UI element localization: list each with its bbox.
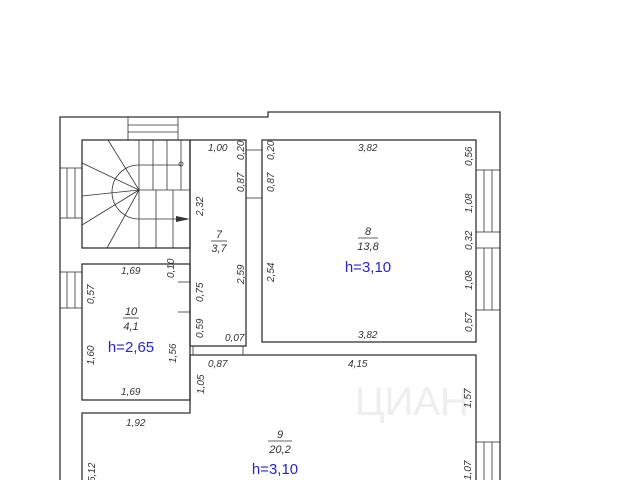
room-number: 7 <box>216 229 223 241</box>
dim-label: 0,32 <box>464 230 475 250</box>
room-area: 3,7 <box>211 243 227 255</box>
dim-label: 1,69 <box>121 387 141 398</box>
room-height: h=2,65 <box>108 339 154 356</box>
dimension-labels: 1,00 0,20 0,87 2,32 2,59 0,07 3,82 3,82 … <box>86 140 475 480</box>
dim-label: 2,32 <box>195 196 206 217</box>
dim-label: 0,20 <box>236 140 247 160</box>
dim-label: 3,82 <box>358 143 378 154</box>
dim-label: 0,07 <box>225 333 245 344</box>
room-number: 10 <box>125 306 138 318</box>
dim-label: 1,05 <box>196 374 207 394</box>
room-7-label: 7 3,7 <box>211 229 228 255</box>
dim-label: 2,54 <box>266 262 277 283</box>
dim-label: 0,87 <box>266 172 277 192</box>
room-area: 13,8 <box>357 241 379 253</box>
dim-label: 0,56 <box>464 146 475 166</box>
dim-label: 0,20 <box>266 140 277 160</box>
room-10-label: 10 4,1 h=2,65 <box>108 306 154 356</box>
watermark: ЦИАН <box>355 380 469 424</box>
dim-label: 1,56 <box>168 343 179 363</box>
dim-label: 1,92 <box>126 418 146 429</box>
room-number: 9 <box>277 429 283 441</box>
room-number: 8 <box>365 226 372 238</box>
dim-label: 0,75 <box>195 282 206 302</box>
inner-walls <box>81 139 477 480</box>
dim-label: 0,87 <box>236 172 247 192</box>
dim-label: 1,08 <box>464 193 475 213</box>
dim-label: 3,82 <box>358 330 378 341</box>
dim-label: 0,10 <box>166 258 177 278</box>
dim-label: 4,15 <box>348 359 368 370</box>
dim-label: 1,57 <box>463 388 474 408</box>
dim-label: 1,07 <box>463 460 474 480</box>
dim-label: 1,60 <box>86 345 97 365</box>
dim-label: 0,57 <box>464 312 475 332</box>
dim-label: 1,08 <box>464 270 475 290</box>
dim-label: 0,57 <box>86 284 97 304</box>
stairs <box>81 139 191 249</box>
dim-label: 2,59 <box>236 264 247 285</box>
room-height: h=3,10 <box>252 461 298 478</box>
dim-label: 0,59 <box>195 318 206 338</box>
dim-label: 1,69 <box>121 266 141 277</box>
room-9-label: 9 20,2 h=3,10 <box>252 429 298 478</box>
room-area: 20,2 <box>268 444 290 456</box>
dim-label: 0,87 <box>208 359 228 370</box>
room-area: 4,1 <box>123 321 138 333</box>
room-8-label: 8 13,8 h=3,10 <box>345 226 391 276</box>
dim-label: 5,12 <box>87 462 98 480</box>
dim-label: 1,00 <box>208 143 228 154</box>
room-height: h=3,10 <box>345 259 391 276</box>
